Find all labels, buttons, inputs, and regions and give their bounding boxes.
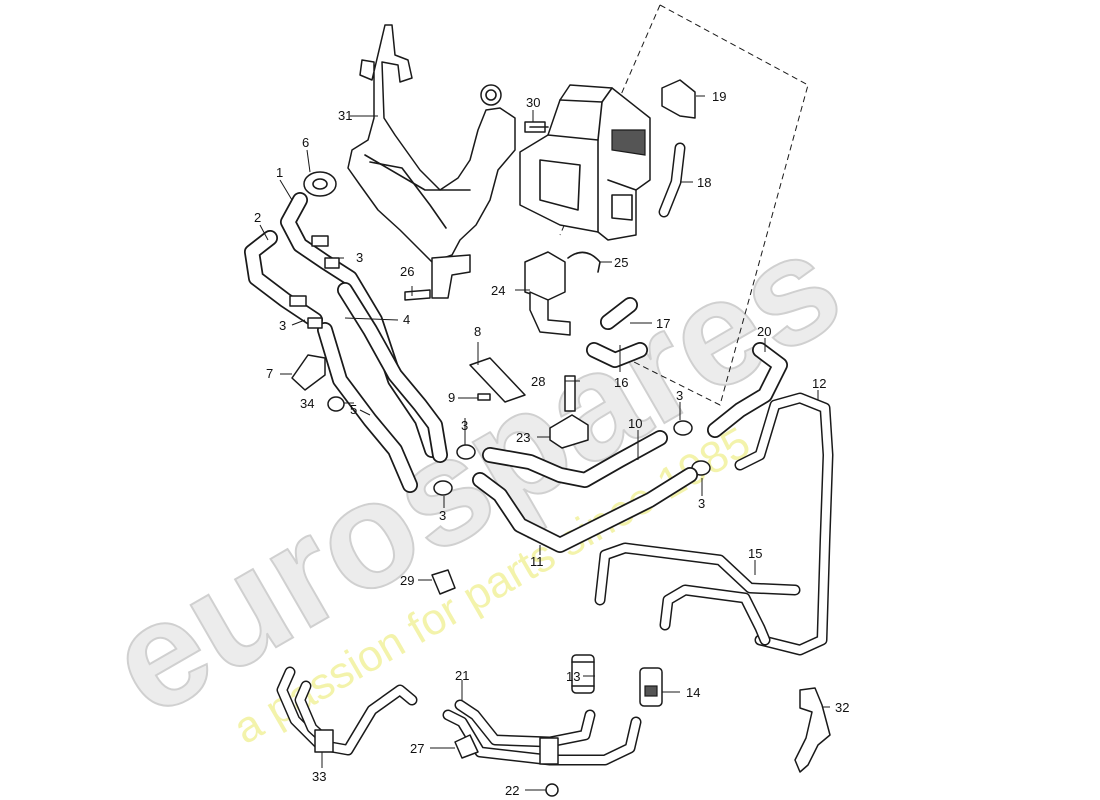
callout-7: 7 xyxy=(266,366,273,381)
callout-19: 19 xyxy=(712,89,726,104)
callout-3-c: 3 xyxy=(461,418,468,433)
hose-part-5[interactable] xyxy=(317,322,418,493)
callout-3-e: 3 xyxy=(676,388,683,403)
pipe-part-15[interactable] xyxy=(594,542,801,646)
hose-part-20[interactable] xyxy=(707,342,788,438)
callout-3-f: 3 xyxy=(698,496,705,511)
callout-3-b: 3 xyxy=(279,318,286,333)
pipe-part-12[interactable] xyxy=(734,392,834,656)
watermark-brand: eurospares xyxy=(82,198,866,748)
hose-part-10[interactable] xyxy=(482,430,668,488)
clamp-part-3-group[interactable] xyxy=(289,235,711,496)
bolt-part-26[interactable] xyxy=(404,289,431,301)
callout-9: 9 xyxy=(448,390,455,405)
bolt-part-28[interactable] xyxy=(564,375,576,412)
callout-31: 31 xyxy=(338,108,352,123)
nut-part-22[interactable] xyxy=(545,783,559,797)
bracket-part-23[interactable] xyxy=(549,414,589,449)
callout-5: 5 xyxy=(350,402,357,417)
callout-10: 10 xyxy=(628,416,642,431)
callout-11: 11 xyxy=(530,554,544,569)
hose-part-18[interactable] xyxy=(658,142,686,218)
bolt-part-30[interactable] xyxy=(524,121,549,133)
heater-unit[interactable] xyxy=(519,84,651,241)
callout-13: 13 xyxy=(566,669,580,684)
hose-part-16[interactable] xyxy=(586,342,648,368)
callout-25: 25 xyxy=(614,255,628,270)
callout-labels: 31 30 19 18 6 1 2 3 3 4 7 34 5 8 9 28 23… xyxy=(254,89,849,798)
callout-14: 14 xyxy=(686,685,700,700)
callout-17: 17 xyxy=(656,316,670,331)
callout-3-a: 3 xyxy=(356,250,363,265)
callout-34: 34 xyxy=(300,396,314,411)
callout-2: 2 xyxy=(254,210,261,225)
callout-29: 29 xyxy=(400,573,414,588)
callout-18: 18 xyxy=(697,175,711,190)
callout-4: 4 xyxy=(403,312,410,327)
bracket-part-32[interactable] xyxy=(794,687,831,773)
callout-12: 12 xyxy=(812,376,826,391)
connector-part-14[interactable] xyxy=(639,667,663,707)
hose-part-4[interactable] xyxy=(337,282,448,463)
bracket-part-31[interactable] xyxy=(347,24,516,299)
pipe-part-21[interactable] xyxy=(442,699,642,766)
connector-part-13[interactable] xyxy=(571,654,595,694)
grommet-part-6[interactable] xyxy=(303,171,337,197)
callout-3-d: 3 xyxy=(439,508,446,523)
callout-16: 16 xyxy=(614,375,628,390)
clip-part-27[interactable] xyxy=(454,734,479,759)
clip-part-29[interactable] xyxy=(431,569,456,595)
callout-32: 32 xyxy=(835,700,849,715)
plate-part-8[interactable] xyxy=(469,357,526,403)
callout-15: 15 xyxy=(748,546,762,561)
callout-26: 26 xyxy=(400,264,414,279)
callout-33: 33 xyxy=(312,769,326,784)
callout-22: 22 xyxy=(505,783,519,798)
bracket-part-7[interactable] xyxy=(291,354,326,391)
callout-8: 8 xyxy=(474,324,481,339)
pump-part-24[interactable] xyxy=(524,251,571,336)
screw-part-9[interactable] xyxy=(477,393,491,401)
pipe-part-33[interactable] xyxy=(276,666,418,756)
callout-24: 24 xyxy=(491,283,505,298)
hose-part-11[interactable] xyxy=(472,467,698,553)
clamp-part-25[interactable] xyxy=(567,251,601,273)
callout-21: 21 xyxy=(455,668,469,683)
callout-28: 28 xyxy=(531,374,545,389)
callout-20: 20 xyxy=(757,324,771,339)
callout-23: 23 xyxy=(516,430,530,445)
callout-1: 1 xyxy=(276,165,283,180)
callout-30: 30 xyxy=(526,95,540,110)
plug-part-34[interactable] xyxy=(327,396,345,412)
callout-6: 6 xyxy=(302,135,309,150)
leader-lines xyxy=(259,95,830,791)
hose-part-17[interactable] xyxy=(600,297,638,330)
callout-27: 27 xyxy=(410,741,424,756)
elbow-part-19[interactable] xyxy=(661,79,696,119)
